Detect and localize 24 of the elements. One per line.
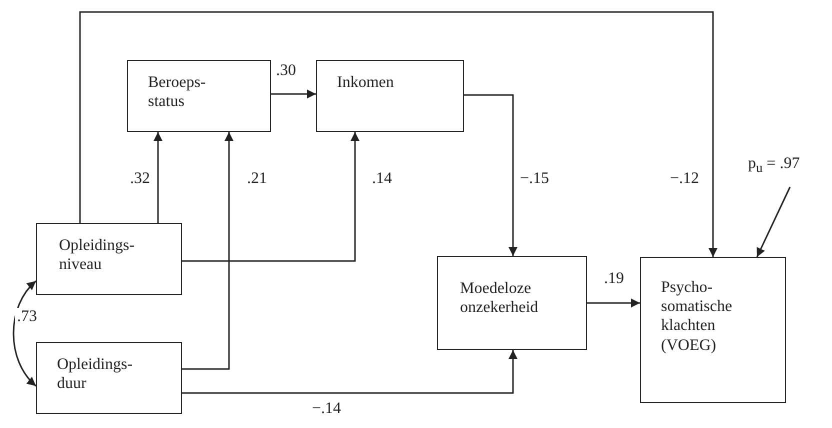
variable-name: Moedeloze onzekerheid — [460, 279, 540, 318]
arrow — [587, 298, 640, 308]
variable-box — [640, 257, 786, 403]
arrow — [12, 280, 37, 387]
variable-box — [127, 60, 271, 132]
variable-name: Opleidings- duur — [57, 355, 134, 394]
variable-box — [36, 342, 182, 414]
arrow — [182, 350, 518, 394]
arrow — [182, 132, 234, 370]
arrow — [756, 186, 791, 258]
variable-name: Beroeps- status — [148, 73, 207, 112]
arrow — [464, 94, 518, 256]
variable-box — [36, 223, 182, 295]
variable-name: Inkomen — [337, 73, 394, 92]
arrow — [154, 132, 162, 223]
residual-label: p$_{u}$ = .97 — [748, 155, 800, 176]
edge-label: .73 — [15, 308, 39, 326]
arrow — [79, 11, 718, 257]
variable-box — [316, 60, 464, 132]
arrow — [182, 132, 360, 262]
variable-name: Opleidings- niveau — [59, 236, 136, 274]
variable-box — [437, 256, 587, 350]
arrow — [271, 90, 316, 98]
variable-name: Psycho- somatische klachten (VOEG) — [661, 278, 734, 355]
